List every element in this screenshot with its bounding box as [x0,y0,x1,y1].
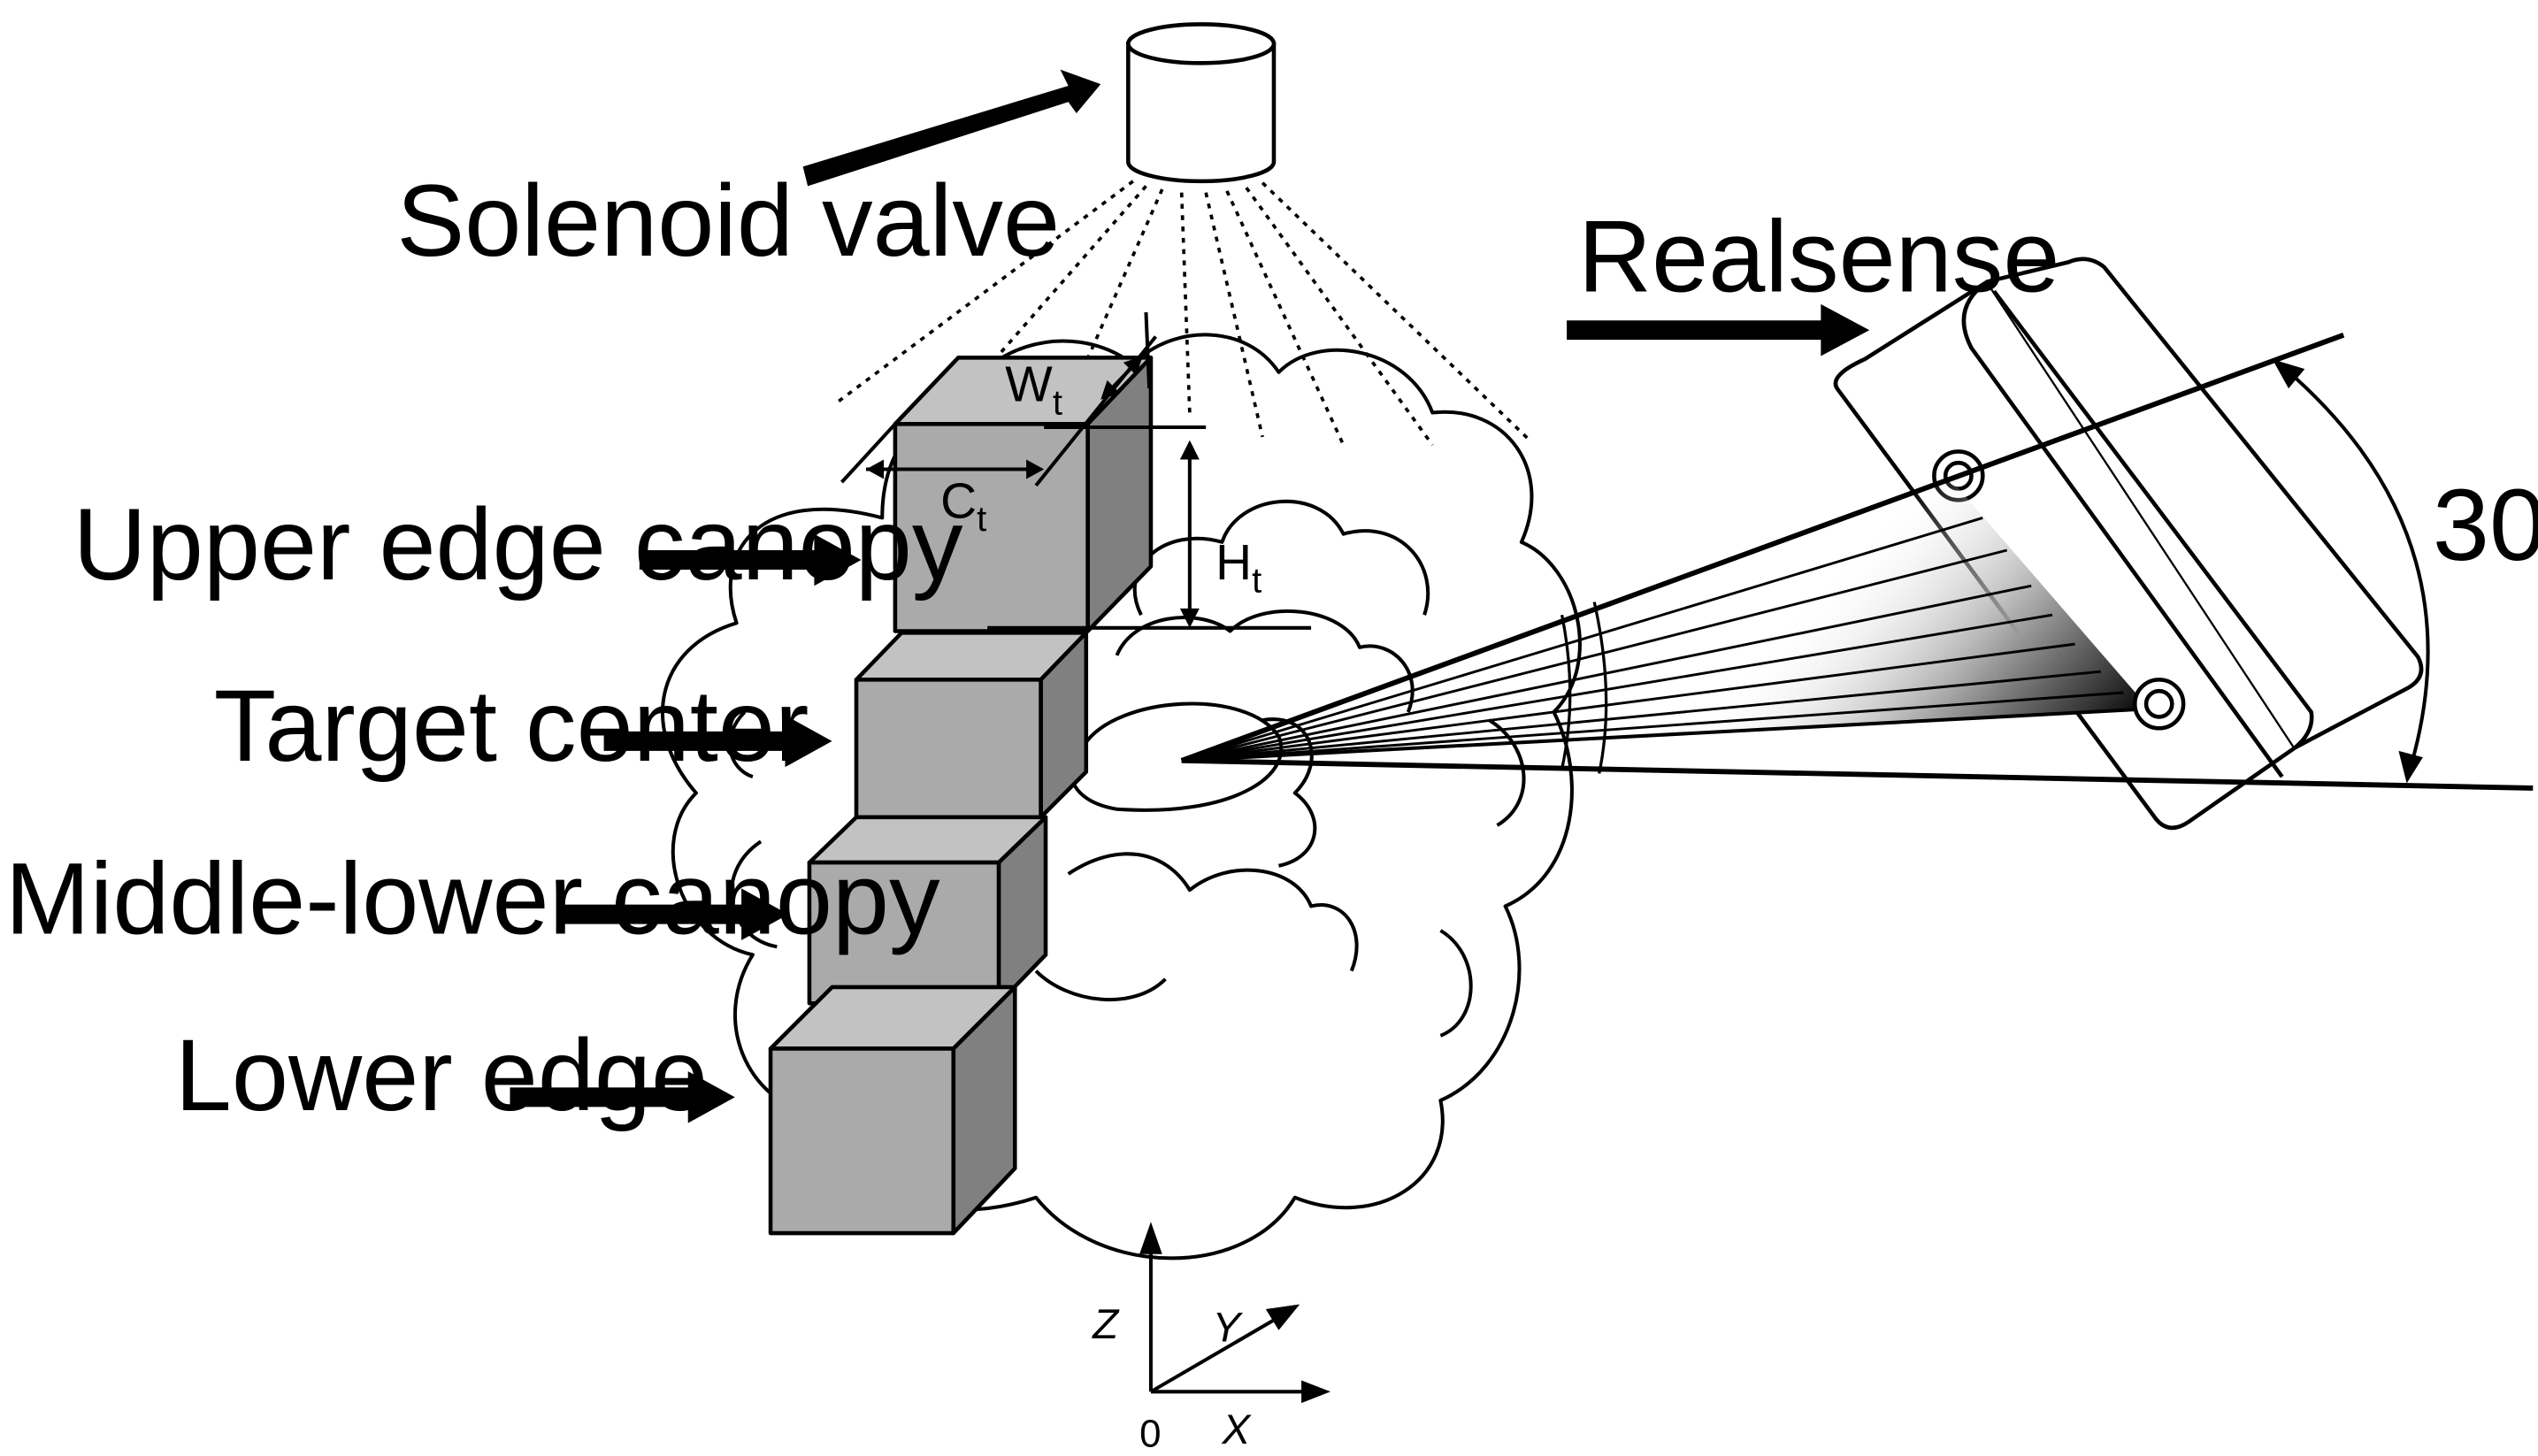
lower-edge-label: Lower edge [175,1019,708,1132]
target-center-label: Target center [214,670,809,783]
middle-lower-canopy-label: Middle-lower canopy [5,843,940,956]
angle-marker [2272,359,2430,784]
target-cube-lower [768,985,1017,1236]
y-axis-label: Y [1212,1305,1243,1352]
coordinate-axes [1139,1222,1331,1404]
middle-lower-canopy-arrow [563,888,789,940]
height-dimension-label: Ht [1215,535,1261,601]
length-dimension-label: Ct [940,473,986,539]
dimension-lines [840,311,1312,630]
label-arrows [510,69,1870,1123]
target-cube-middle-lower [807,815,1048,1006]
solenoid-valve-label: Solenoid valve [396,165,1060,278]
upper-edge-canopy-arrow [639,533,862,586]
realsense-label: Realsense [1578,200,2060,313]
solenoid-valve-arrow [802,69,1101,187]
x-axis-label: X [1221,1406,1252,1452]
lower-edge-arrow [510,1071,735,1123]
upper-edge-canopy-label: Upper edge canopy [73,488,963,602]
target-cube-center [854,631,1089,820]
origin-label: 0 [1139,1413,1161,1452]
realsense-arrow [1567,303,1870,356]
solenoid-valve-icon [1126,22,1277,184]
angle-label: 30° [2433,469,2538,582]
z-axis-label: Z [1092,1301,1120,1348]
target-center-arrow [603,715,832,768]
target-cubes [768,356,1154,1236]
width-dimension-label: Wt [1005,357,1062,423]
sensor-beam [1180,332,2534,791]
